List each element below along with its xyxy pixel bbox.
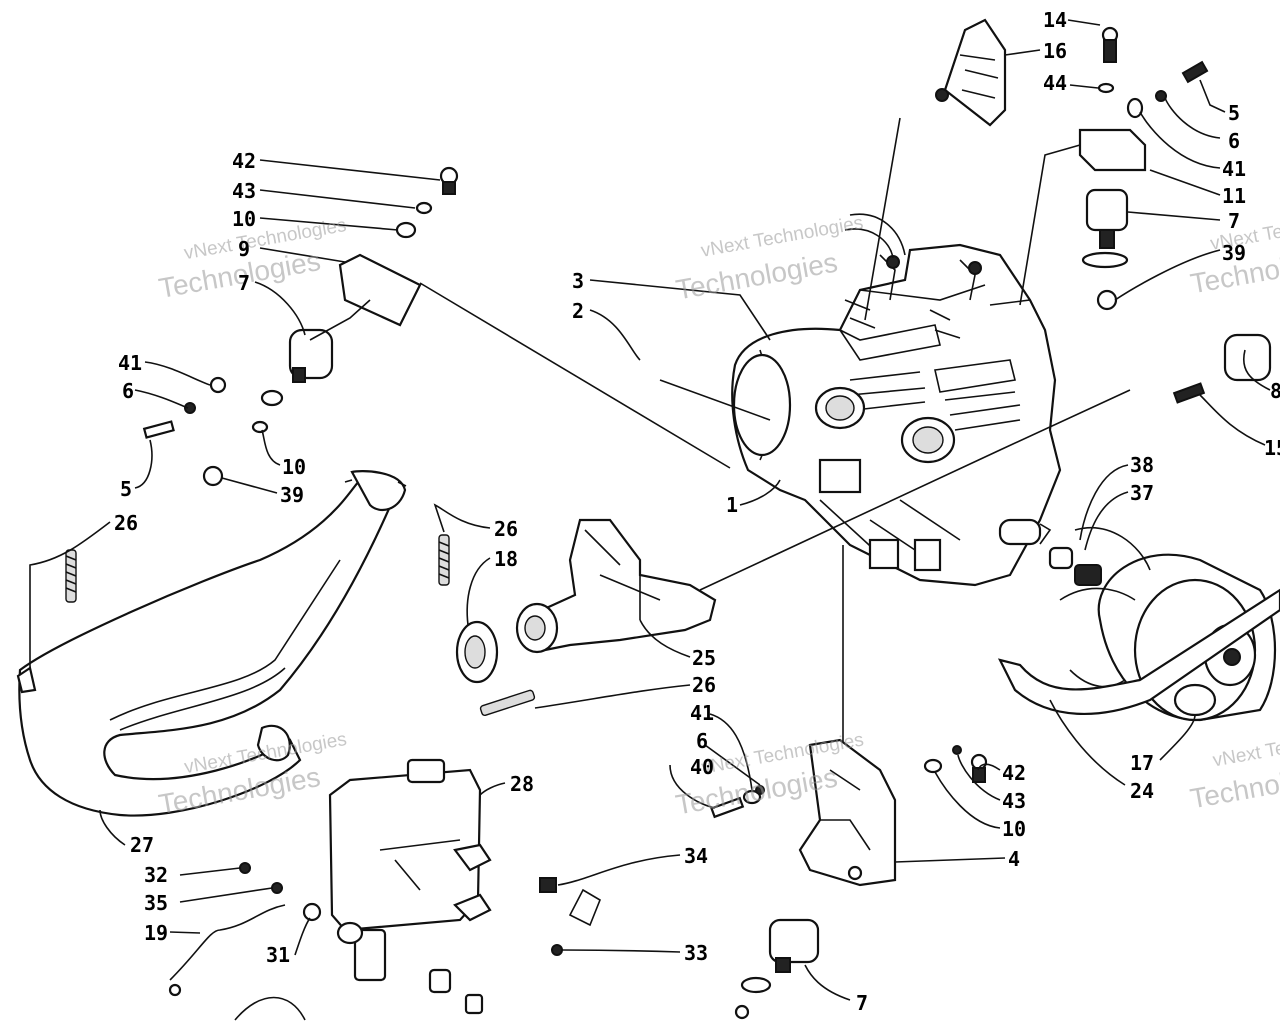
exhaust-pipe — [16, 470, 407, 817]
callout-44: 44 — [1043, 71, 1067, 95]
callout-4: 4 — [1008, 847, 1020, 871]
leader-lines — [29, 19, 1271, 1001]
engine-assembly — [731, 213, 1062, 587]
callout-14: 14 — [1043, 8, 1067, 32]
callout-26: 26 — [114, 511, 138, 535]
callout-labels: 14 16 44 5 6 41 11 7 39 8 15 42 43 10 9 … — [114, 8, 1280, 1015]
front-mount-bracket — [710, 738, 988, 1020]
callout-16: 16 — [1043, 39, 1067, 63]
callout-19: 19 — [144, 921, 168, 945]
callout-40: 40 — [690, 755, 714, 779]
callout-7: 7 — [238, 271, 250, 295]
callout-15: 15 — [1264, 436, 1280, 460]
callout-7: 7 — [856, 991, 868, 1015]
callout-9: 9 — [238, 237, 250, 261]
callout-38: 38 — [1130, 453, 1154, 477]
callout-33: 33 — [684, 941, 708, 965]
callout-6: 6 — [1228, 129, 1240, 153]
callout-10: 10 — [282, 455, 306, 479]
callout-41: 41 — [118, 351, 142, 375]
callout-27: 27 — [130, 833, 154, 857]
callout-6: 6 — [122, 379, 134, 403]
callout-18: 18 — [494, 547, 518, 571]
oil-reservoir — [168, 758, 563, 1021]
callout-26: 26 — [494, 517, 518, 541]
callout-42: 42 — [1002, 761, 1026, 785]
watermark-line2: Technologies — [674, 247, 840, 306]
watermark-line1: vNext Technologies — [699, 213, 865, 262]
callout-39: 39 — [1222, 241, 1246, 265]
callout-17: 17 — [1130, 751, 1154, 775]
callout-10: 10 — [1002, 817, 1026, 841]
callout-6: 6 — [696, 729, 708, 753]
springs — [65, 534, 536, 717]
drive-clutch — [997, 527, 1280, 722]
watermark-line1: vNext Technologies — [1211, 722, 1280, 771]
callout-43: 43 — [1002, 789, 1026, 813]
callout-41: 41 — [1222, 157, 1246, 181]
callout-43: 43 — [232, 179, 256, 203]
callout-28: 28 — [510, 772, 534, 796]
callout-11: 11 — [1222, 184, 1246, 208]
callout-35: 35 — [144, 891, 168, 915]
callout-8: 8 — [1270, 379, 1280, 403]
top-right-mount — [935, 18, 1272, 404]
callout-32: 32 — [144, 863, 168, 887]
callout-5: 5 — [1228, 101, 1240, 125]
callout-37: 37 — [1130, 481, 1154, 505]
callout-5: 5 — [120, 477, 132, 501]
callout-34: 34 — [684, 844, 708, 868]
left-mount — [142, 166, 459, 487]
callout-26: 26 — [692, 673, 716, 697]
callout-25: 25 — [692, 646, 716, 670]
callout-42: 42 — [232, 149, 256, 173]
exhaust-manifold — [455, 518, 717, 684]
callout-31: 31 — [266, 943, 290, 967]
callout-39: 39 — [280, 483, 304, 507]
callout-24: 24 — [1130, 779, 1154, 803]
callout-10: 10 — [232, 207, 256, 231]
callout-41: 41 — [690, 701, 714, 725]
callout-3: 3 — [572, 269, 584, 293]
callout-7: 7 — [1228, 209, 1240, 233]
callout-2: 2 — [572, 299, 584, 323]
callout-1: 1 — [726, 493, 738, 517]
